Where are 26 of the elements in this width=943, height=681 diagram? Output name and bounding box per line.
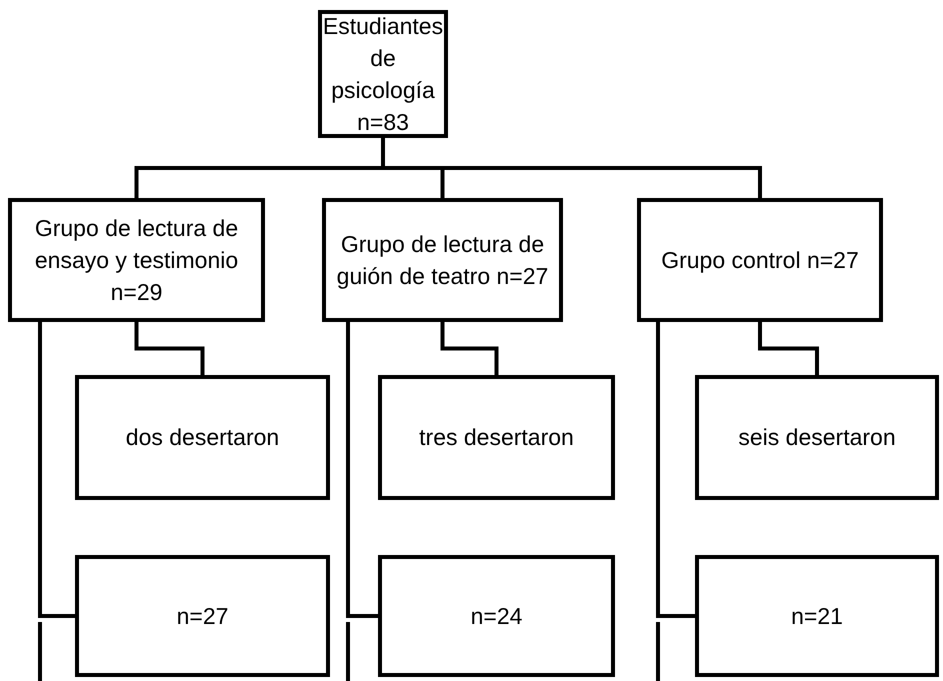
box-text: seis desertaron (738, 423, 896, 452)
connector-line (38, 322, 75, 618)
box-text: n=24 (470, 602, 522, 631)
process-box (695, 555, 939, 677)
connector-line (656, 322, 695, 618)
connector-line (758, 322, 819, 375)
box-text: Grupo de lectura de guión de teatro n=27 (336, 230, 550, 291)
process-box (378, 555, 615, 677)
process-box (8, 198, 265, 322)
process-box (75, 375, 330, 500)
connector-line (381, 138, 762, 198)
box-text: n=27 (176, 602, 228, 631)
process-box (322, 198, 563, 322)
box-text: Grupo de lectura de ensayo y testimonio n=29 (34, 214, 240, 308)
connector-line (346, 322, 378, 618)
box-text: Estudiantes de psicología n=83 (322, 12, 444, 138)
box-text: n=21 (791, 602, 843, 631)
box-text: tres desertaron (419, 423, 574, 452)
process-box (75, 555, 330, 677)
box-text: Grupo control n=27 (661, 246, 859, 275)
connector-line (134, 322, 204, 375)
process-box (695, 375, 939, 500)
box-text: dos desertaron (126, 423, 280, 452)
process-box (378, 375, 615, 500)
connector-line (440, 322, 498, 375)
process-box (637, 198, 883, 322)
